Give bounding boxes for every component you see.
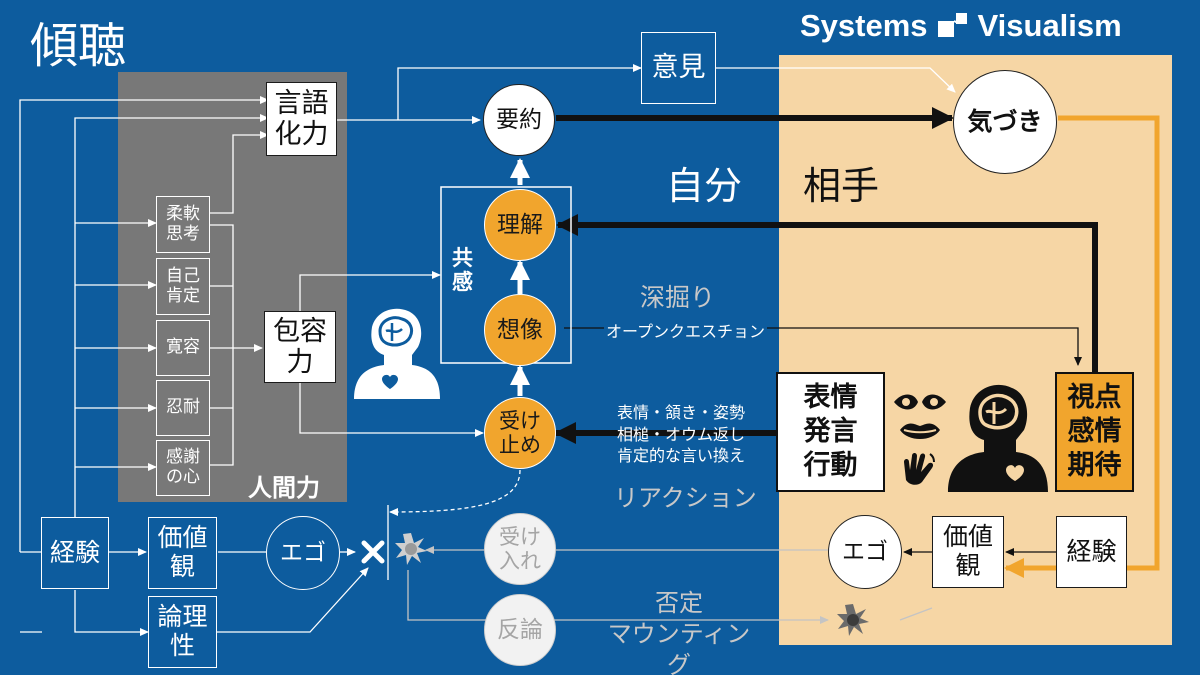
trait-flexible-thinking: 柔軟 思考 <box>156 196 210 253</box>
brand-text-left: Systems <box>800 8 928 43</box>
expression-speech-action-box: 表情 発言 行動 <box>776 372 885 492</box>
tolerance-power-box: 包容 力 <box>264 311 336 383</box>
zone-label-self: 自分 <box>666 164 743 208</box>
experience-box-other: 経験 <box>1056 516 1127 588</box>
opinion-box: 意見 <box>641 32 716 104</box>
understanding-node: 理解 <box>484 189 556 261</box>
reaction-examples-label: 表情・頷き・姿勢 相槌・オウム返し 肯定的な言い換え <box>616 403 745 466</box>
ego-node-self: エゴ <box>266 516 340 590</box>
values-box-other: 価値 観 <box>932 516 1004 588</box>
burst-icon-right <box>837 604 869 636</box>
brain-head-heart-dark-icon <box>948 384 1048 492</box>
brand-text-right: Visualism <box>977 8 1122 43</box>
experience-box-self: 経験 <box>41 517 109 589</box>
nodding-hand-icon <box>904 453 935 485</box>
summary-node: 要約 <box>483 84 555 156</box>
awareness-node: 気づき <box>953 70 1057 174</box>
viewpoint-emotion-expectation-box: 視点 感情 期待 <box>1055 372 1134 492</box>
ego-node-other: エゴ <box>828 515 902 589</box>
page-title: 傾聴 <box>30 18 127 74</box>
values-box-self: 価値 観 <box>148 517 217 589</box>
denial-label: 否定 マウンティング <box>607 589 751 675</box>
verbal-power-box: 言語 化力 <box>266 82 337 156</box>
cube-logo-icon <box>937 13 967 37</box>
human-power-title: 人間力 <box>248 474 320 502</box>
imagination-node: 想像 <box>484 294 556 366</box>
open-question-label: オープンクエスチョン <box>604 318 768 342</box>
acceptance-node: 受け 止め <box>484 397 556 469</box>
dig-deeper-label: 深掘り <box>640 283 716 312</box>
brain-head-heart-icon <box>354 308 440 399</box>
cross-mark-icon <box>361 540 385 564</box>
trait-self-affirmation: 自己 肯定 <box>156 258 210 315</box>
receive-node: 受け 入れ <box>484 513 556 585</box>
face-eyes-lips-icon <box>894 394 946 439</box>
burst-icon <box>395 533 427 565</box>
brand-logo: Systems Visualism <box>800 8 1122 44</box>
trait-patience: 忍耐 <box>156 380 210 436</box>
rebuttal-node: 反論 <box>484 594 556 666</box>
trait-gratitude: 感謝 の心 <box>156 440 210 496</box>
logic-box: 論理 性 <box>148 596 217 668</box>
zone-label-other: 相手 <box>803 164 880 208</box>
empathy-label: 共 感 <box>452 246 473 295</box>
reaction-label: リアクション <box>614 484 757 512</box>
trait-tolerance: 寛容 <box>156 320 210 376</box>
